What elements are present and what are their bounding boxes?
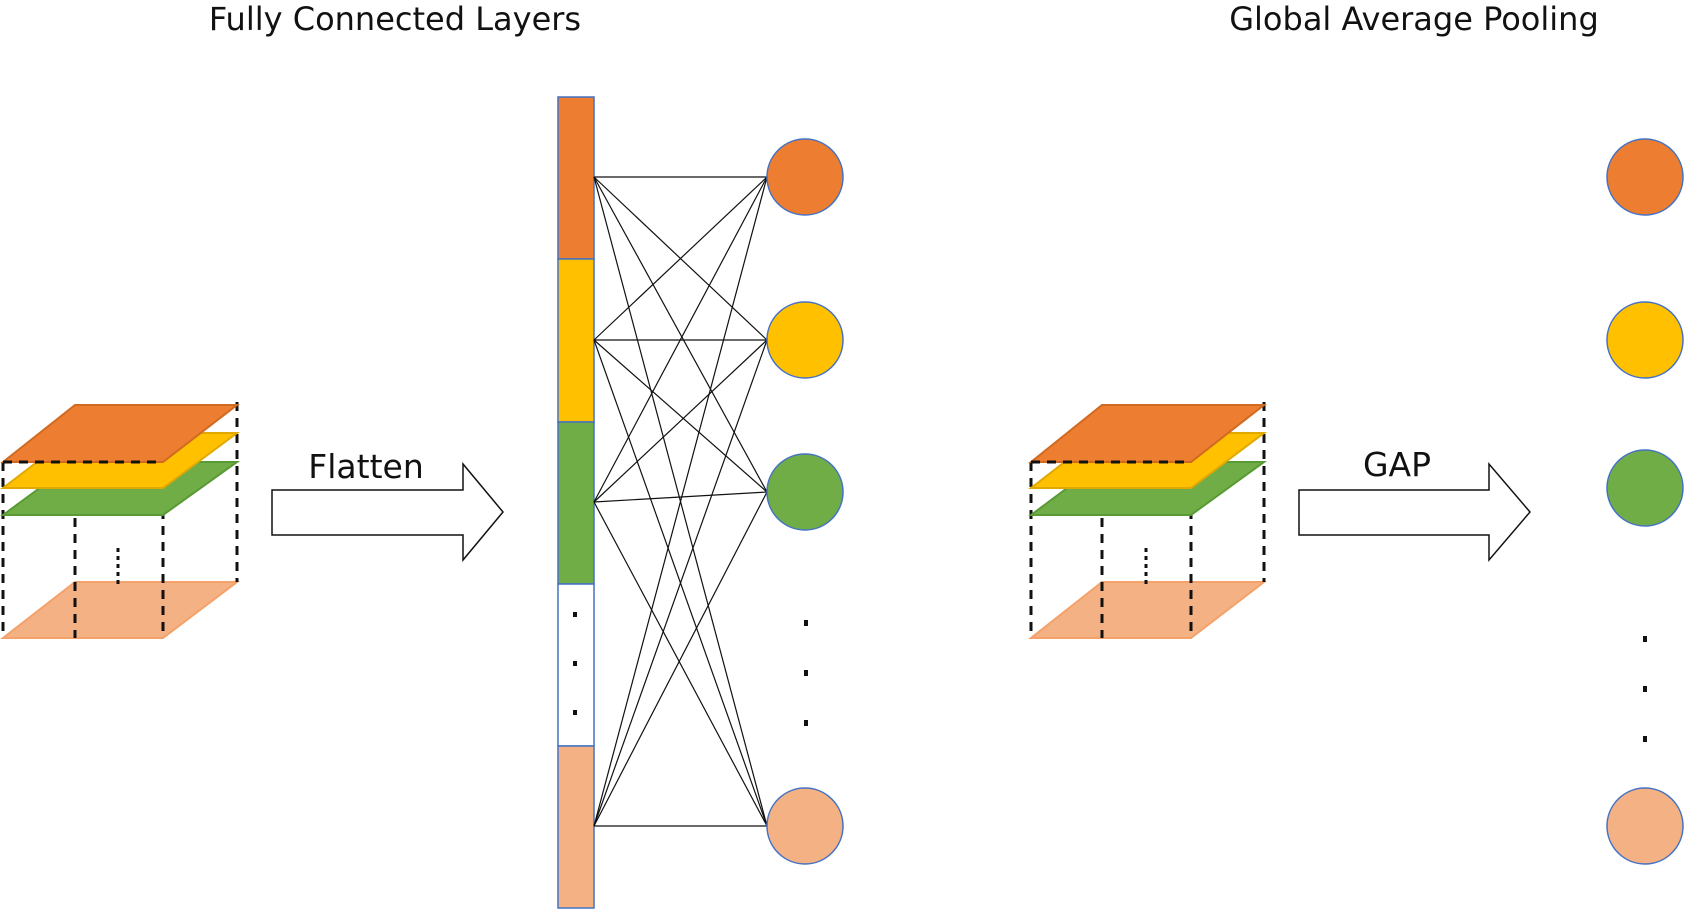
feature-layer-peach	[0, 581, 240, 639]
title-fully-connected: Fully Connected Layers	[209, 0, 581, 38]
fc-edge	[593, 176, 768, 493]
fc-edge	[593, 491, 768, 503]
title-global-average-pooling: Global Average Pooling	[1229, 0, 1599, 38]
fully-connected-edges	[593, 176, 768, 827]
fc-edge	[593, 176, 768, 827]
vector-ellipsis-icon	[573, 612, 577, 715]
gap-node-orange	[1606, 138, 1684, 216]
fc-node-peach	[766, 787, 844, 865]
feature-map-stack-left	[0, 402, 241, 639]
fc-edge	[593, 339, 768, 493]
fc-edge	[593, 501, 768, 827]
fc-edge	[593, 176, 768, 341]
vector-segment-yellow	[557, 258, 595, 423]
gap-node-peach	[1606, 787, 1684, 865]
gap-output-nodes	[1606, 138, 1684, 865]
flattened-vector	[557, 96, 595, 909]
feature-map-stack-right	[1027, 402, 1268, 639]
fc-output-nodes	[766, 138, 844, 865]
fc-edge	[593, 176, 768, 503]
gap-node-green	[1606, 449, 1684, 527]
fc-edge	[593, 339, 768, 827]
feature-layer-peach	[1028, 581, 1267, 639]
feature-layer-orange	[1028, 404, 1267, 463]
fc-node-green	[766, 453, 844, 531]
feature-layer-orange	[0, 404, 240, 463]
gap-node-ellipsis-icon	[1643, 636, 1647, 742]
gap-arrow	[1298, 461, 1531, 563]
stack-dashed-edges	[1029, 402, 1266, 638]
gap-label: GAP	[1363, 445, 1431, 484]
gap-node-yellow	[1606, 301, 1684, 379]
flatten-arrow	[271, 461, 504, 563]
vector-segment-green	[557, 421, 595, 585]
fc-node-ellipsis-icon	[804, 620, 808, 726]
fc-node-orange	[766, 138, 844, 216]
fc-edge	[593, 491, 768, 827]
fc-edge	[593, 339, 768, 503]
flatten-label: Flatten	[308, 447, 423, 486]
vector-segment-orange	[557, 96, 595, 260]
fc-node-yellow	[766, 301, 844, 379]
vector-segment-peach	[557, 745, 595, 909]
